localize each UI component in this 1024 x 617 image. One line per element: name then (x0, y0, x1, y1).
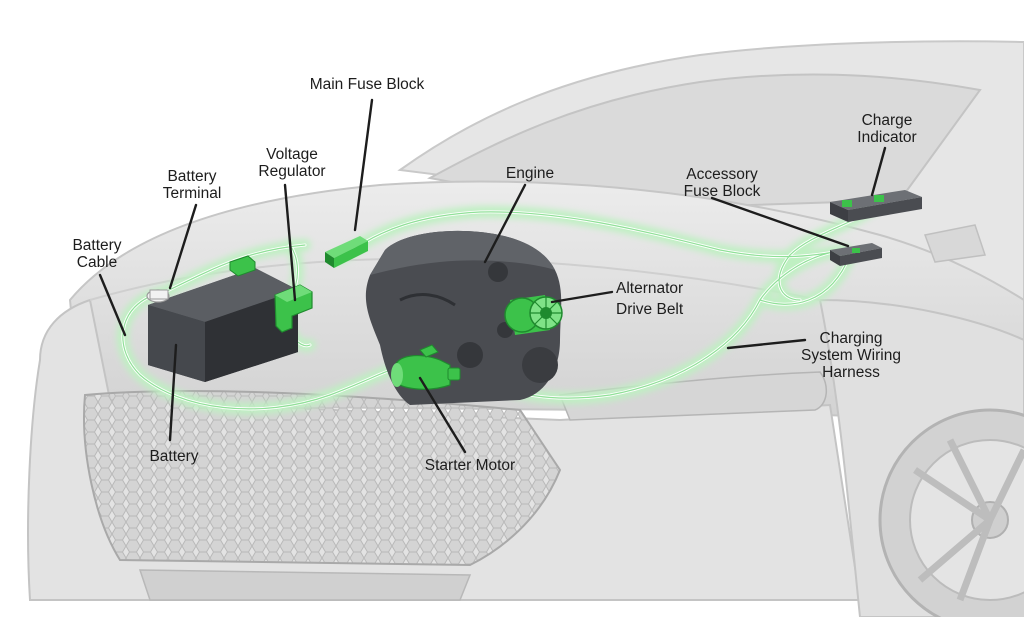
label-starter-motor: Starter Motor (408, 457, 532, 474)
label-main-fuse-block-text: Main Fuse Block (309, 76, 425, 93)
label-battery-cable: Battery Cable (58, 237, 136, 271)
label-charging-harness-line1: Charging (819, 330, 883, 347)
label-accessory-fuse-block-line1: Accessory (686, 166, 758, 183)
main-fuse-block-component (325, 236, 368, 268)
label-accessory-fuse-block: Accessory Fuse Block (668, 166, 776, 200)
label-alternator: Alternator (616, 280, 683, 297)
car-mirror (923, 224, 986, 263)
label-starter-motor-text: Starter Motor (424, 457, 516, 474)
alternator-component (504, 295, 563, 335)
battery-component (146, 255, 298, 382)
accessory-fuse-block-component (830, 243, 882, 266)
label-voltage-regulator-line2: Regulator (258, 163, 326, 180)
label-battery-text: Battery (149, 448, 199, 465)
label-charging-harness-line3: Harness (822, 364, 880, 381)
label-charge-indicator-line2: Indicator (857, 129, 917, 146)
label-main-fuse-block: Main Fuse Block (297, 76, 437, 93)
car-lower-intake (138, 569, 472, 601)
label-battery: Battery (134, 448, 214, 465)
label-voltage-regulator: Voltage Regulator (246, 146, 338, 180)
label-battery-terminal-line2: Terminal (162, 185, 222, 202)
leader-lines (98, 98, 887, 454)
leader-battery-terminal (168, 203, 198, 290)
label-engine-text: Engine (505, 165, 555, 182)
car-grille (83, 389, 562, 567)
label-charging-harness-line2: System Wiring (801, 347, 901, 364)
label-voltage-regulator-line1: Voltage (266, 146, 318, 163)
starter-motor-component (391, 344, 461, 390)
label-battery-cable-line2: Cable (76, 254, 118, 271)
label-charge-indicator-line1: Charge (861, 112, 913, 129)
leader-battery-cable (98, 273, 127, 337)
leader-accessory-fuse-block (710, 196, 850, 248)
label-charge-indicator: Charge Indicator (842, 112, 932, 146)
leader-starter-motor (418, 376, 467, 454)
charge-indicator-component (830, 190, 922, 222)
car-windshield (427, 73, 982, 212)
label-battery-cable-line1: Battery (72, 237, 122, 254)
label-drive-belt: Drive Belt (616, 301, 683, 318)
label-charging-harness: Charging System Wiring Harness (786, 330, 916, 381)
leader-charging-harness (726, 338, 807, 350)
car-wheel (878, 408, 1024, 617)
label-battery-terminal: Battery Terminal (148, 168, 236, 202)
label-battery-terminal-line1: Battery (167, 168, 217, 185)
leader-battery (168, 343, 178, 442)
label-accessory-fuse-block-line2: Fuse Block (683, 183, 761, 200)
label-drive-belt-text: Drive Belt (616, 301, 684, 318)
leader-main-fuse-block (353, 98, 374, 232)
leader-alternator (550, 290, 614, 304)
label-alternator-text: Alternator (616, 280, 684, 297)
label-engine: Engine (490, 165, 570, 182)
leader-charge-indicator (870, 146, 887, 197)
leader-engine (483, 183, 527, 264)
leader-voltage-regulator (283, 183, 297, 302)
